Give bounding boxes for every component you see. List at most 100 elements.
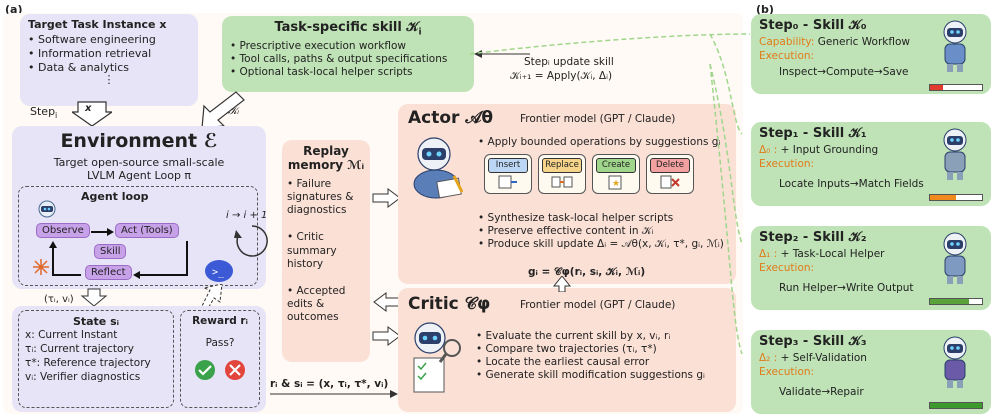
replay-item: Accepted edits & outcomes: [287, 285, 365, 324]
skill-level-fill: [930, 85, 943, 90]
state-item: τᵢ: Current trajectory: [25, 343, 134, 355]
skill-step-card: Step₃ - Skill 𝒦₃ Δ₂ : + Self-Validation …: [751, 330, 991, 414]
step-capability: Δ₁ : + Task-Local Helper: [759, 248, 884, 260]
actor-g-equation: gᵢ = 𝒞φ(rᵢ, sᵢ, 𝒦ᵢ, ℳᵢ): [528, 266, 646, 278]
step-robot-icon: [943, 336, 967, 388]
skill-level-fill: [930, 299, 969, 304]
state-to-critic-arrow: [270, 390, 398, 398]
step-execution-value: Run Helper→Write Output: [779, 282, 914, 294]
create-icon: ★: [608, 175, 622, 190]
replay-memory-box: Replay memory ℳᵢ Failure signatures & di…: [282, 140, 370, 362]
task-skill-item: Optional task-local helper scripts: [230, 66, 466, 79]
update-skill-text: Stepᵢ update skill 𝒦ᵢ₊₁ = Apply(𝒦ᵢ, Δᵢ): [510, 55, 614, 83]
svg-text:>_: >_: [212, 267, 225, 278]
replay-to-critic-arrow: [372, 326, 401, 346]
skill-arrow-label: 𝒦ᵢ: [228, 106, 240, 117]
actor-item: Produce skill update Δᵢ = 𝒜θ(x, 𝒦ᵢ, τ*, …: [478, 238, 724, 251]
evolution-dashed-lines: [470, 33, 751, 355]
replay-item: Critic summary history: [287, 231, 365, 270]
step-execution-value: Inspect→Compute→Save: [779, 66, 909, 78]
critic-list: Evaluate the current skill by x, vᵢ, rᵢ …: [476, 330, 705, 383]
step-execution-value: Locate Inputs→Match Fields: [779, 178, 924, 190]
actor-robot-icon: [413, 137, 464, 199]
state-item: x: Current Instant: [25, 329, 118, 341]
step-i-label: Stepi: [30, 105, 57, 120]
cross-icon: [225, 360, 245, 380]
update-arrow: [474, 50, 530, 58]
update-skill-line1: Stepᵢ update skill: [524, 56, 614, 68]
skill-to-env-arrow: [201, 91, 245, 129]
target-task-title: Target Task Instance x: [28, 18, 167, 31]
insert-op: Insert: [484, 154, 532, 194]
pass-fail-icons: [195, 360, 245, 380]
skill-step-card: Step₂ - Skill 𝒦₂ Δ₁ : + Task-Local Helpe…: [751, 226, 991, 310]
skill-level-bar: [929, 84, 983, 91]
cycle-icon: [234, 225, 268, 257]
state-title: State sᵢ: [72, 315, 120, 328]
critic-item: Compare two trajectories (τᵢ, τ*): [476, 343, 705, 356]
panel-a-label: (a): [5, 3, 23, 16]
step-robot-icon: [943, 128, 967, 180]
target-task-box: Target Task Instance x Software engineer…: [20, 14, 198, 106]
delete-op: Delete: [646, 154, 694, 194]
skill-level-bar: [929, 194, 983, 201]
target-task-item: Information retrieval: [28, 47, 190, 61]
target-task-ellipsis: ⋮: [103, 73, 115, 87]
critic-item: Generate skill modification suggestions …: [476, 369, 705, 382]
critic-input-label: rᵢ & sᵢ = (x, τᵢ, τ*, vᵢ): [270, 378, 389, 390]
step-capability-label: Δ₂ :: [759, 352, 778, 364]
skill-node: Skill: [94, 244, 127, 259]
task-skill-title-sub: i: [418, 27, 422, 38]
step-x-arrow: [72, 101, 112, 127]
actor-item: Preserve effective content in 𝒦ᵢ: [478, 225, 724, 238]
delete-label: Delete: [650, 158, 690, 173]
critic-model: Frontier model (GPT / Claude): [520, 299, 676, 311]
create-op: Create ★: [592, 154, 640, 194]
cycle-label: i → i + 1: [226, 210, 268, 221]
reward-box: Reward rᵢ Pass?: [180, 310, 260, 408]
actor-box: Actor 𝒜θ Frontier model (GPT / Claude) •…: [398, 104, 736, 284]
create-label: Create: [596, 158, 636, 173]
agent-loop-box: Agent loop Observe Act (Tools) Skill Ref…: [18, 186, 258, 286]
reflect-node: Reflect: [85, 265, 132, 280]
step-execution-value: Validate→Repair: [779, 386, 864, 398]
skill-step-card: Step₀ - Skill 𝒦₀ Capability: Generic Wor…: [751, 14, 991, 94]
act-tools-node: Act (Tools): [115, 223, 179, 238]
replay-list: Failure signatures & diagnostics Critic …: [287, 178, 365, 324]
step-capability: Δ₀ : + Input Grounding: [759, 144, 878, 156]
step-execution-label: Execution:: [759, 50, 815, 62]
agent-loop-arrows: >_: [33, 200, 233, 282]
step-title: Step₂ - Skill 𝒦₂: [759, 230, 867, 245]
env-to-state-arrow: [80, 288, 108, 307]
actor-apply-text: • Apply bounded operations by suggestion…: [478, 136, 720, 148]
actor-item: Synthesize task-local helper scripts: [478, 212, 724, 225]
step-capability-label: Δ₀ :: [759, 144, 778, 156]
reward-title: Reward rᵢ: [192, 315, 248, 327]
state-reward-container: [12, 306, 266, 412]
panel-b-label: (b): [756, 3, 774, 16]
task-skill-item: Prescriptive execution workflow: [230, 40, 466, 53]
step-label-text: Step: [30, 105, 56, 118]
replace-op: Replace: [538, 154, 586, 194]
step-capability-label: Δ₁ :: [759, 248, 778, 260]
svg-text:★: ★: [612, 179, 620, 189]
critic-box: Critic 𝒞φ Frontier model (GPT / Claude) …: [398, 288, 736, 412]
step-capability-value: + Task-Local Helper: [780, 248, 885, 260]
bullet: •: [478, 136, 488, 148]
replay-item: Failure signatures & diagnostics: [287, 178, 365, 217]
agent-loop-title: Agent loop: [81, 190, 149, 203]
state-item: vᵢ: Verifier diagnostics: [25, 371, 141, 383]
step-robot-icon: [943, 232, 967, 284]
actor-list: Synthesize task-local helper scripts Pre…: [478, 212, 724, 251]
task-skill-title-text: Task-specific skill 𝒦: [274, 20, 419, 35]
skill-level-bar: [929, 298, 983, 305]
sparkle-icon: [33, 259, 49, 275]
target-task-item: Data & analytics: [28, 61, 190, 75]
actor-apply-label: Apply bounded operations by suggestions …: [487, 136, 721, 148]
skill-level-fill: [930, 195, 956, 200]
step-title: Step₁ - Skill 𝒦₁: [759, 126, 867, 141]
step-title: Step₃ - Skill 𝒦₃: [759, 334, 867, 349]
step-execution-label: Execution:: [759, 366, 815, 378]
step-capability: Δ₂ : + Self-Validation: [759, 352, 867, 364]
observe-node: Observe: [36, 223, 90, 238]
